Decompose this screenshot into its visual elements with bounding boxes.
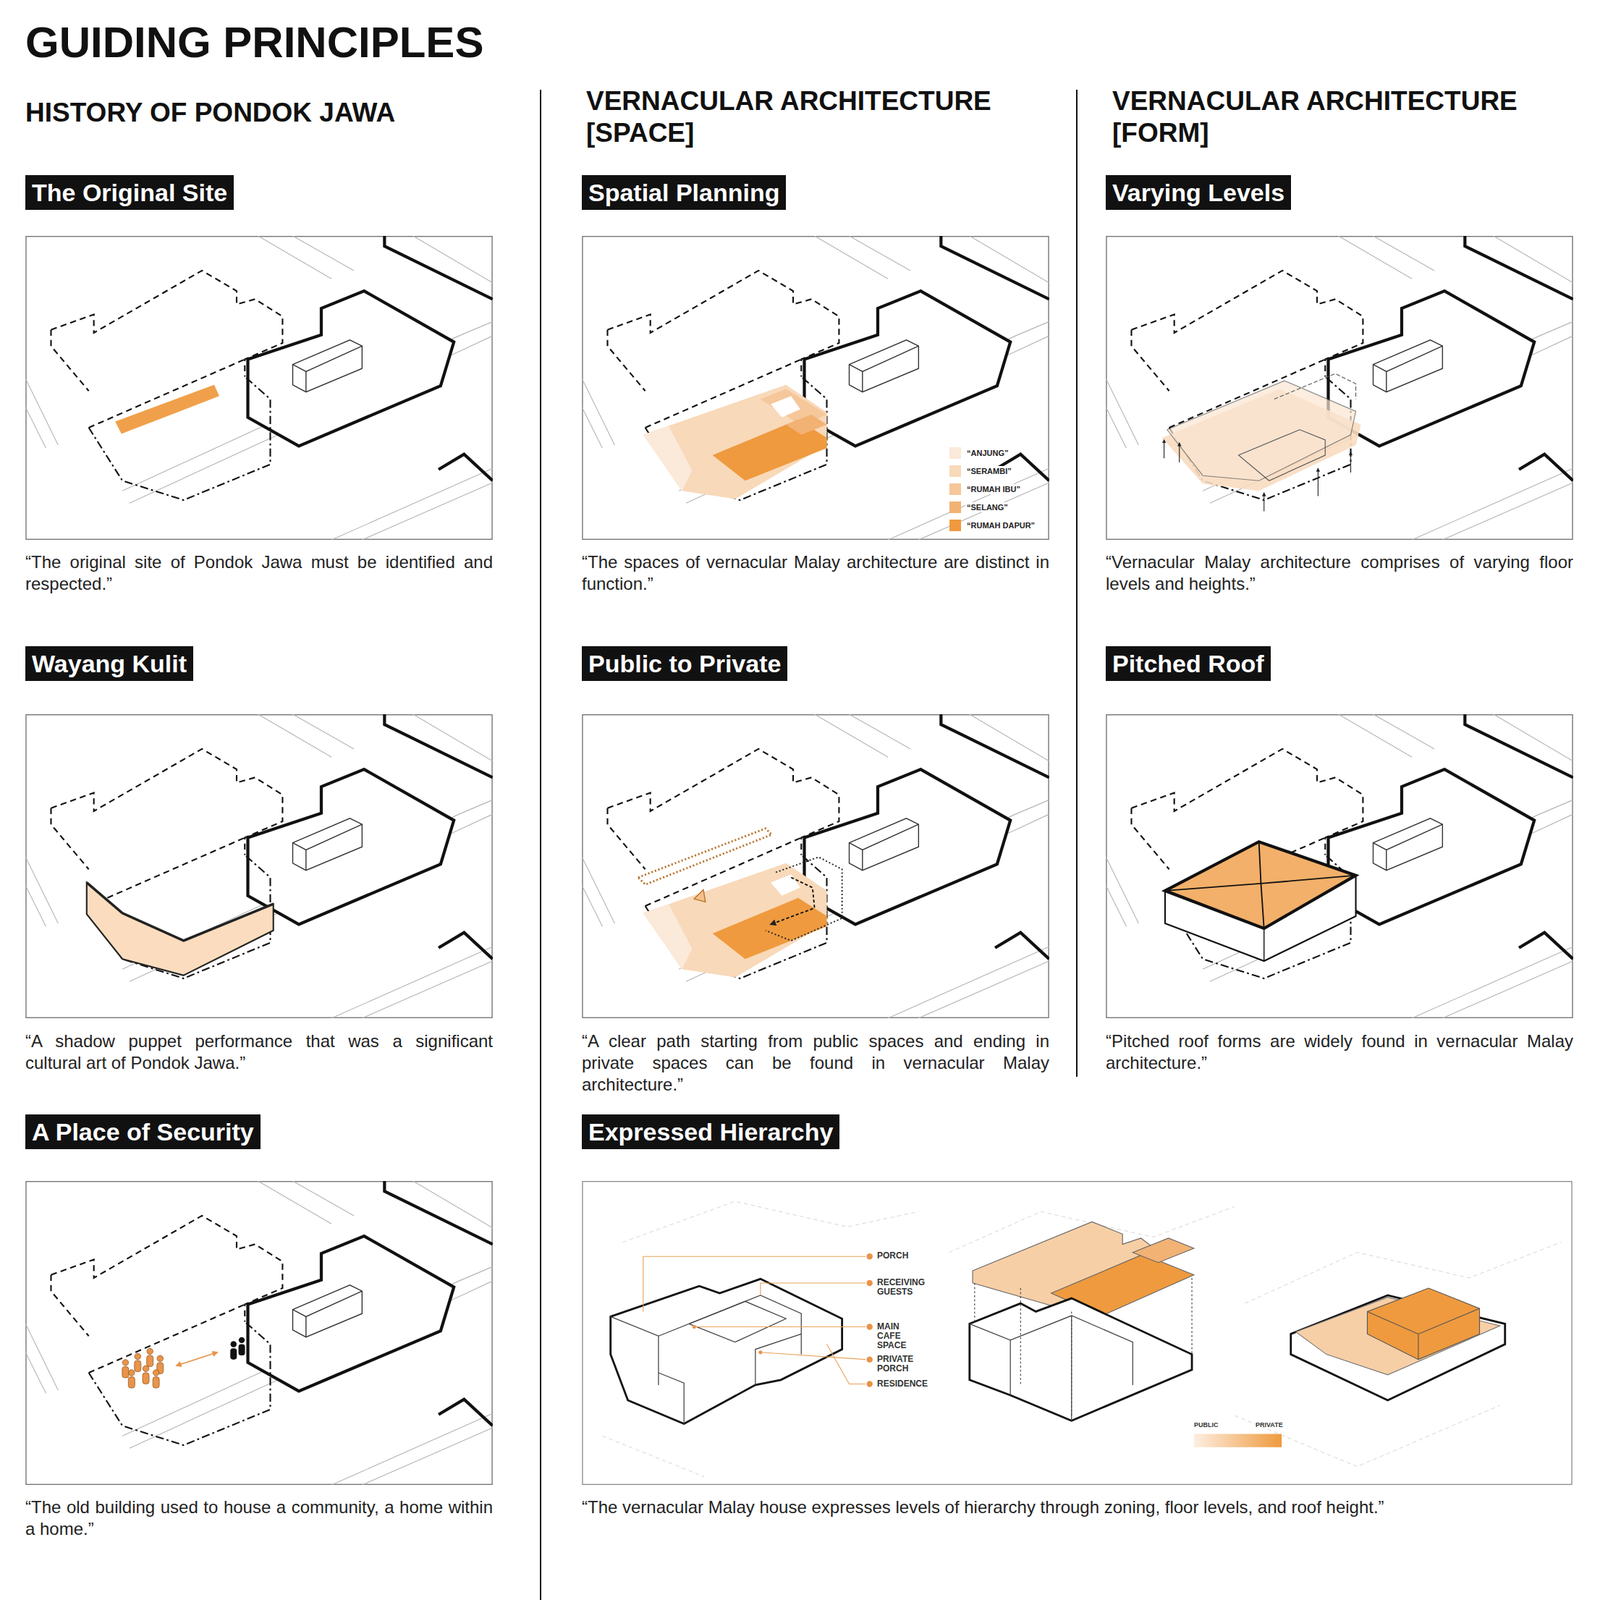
principle-caption: “Vernacular Malay architecture comprises… (1105, 551, 1574, 595)
heading-text: The Original Site (31, 178, 228, 207)
heading-badge: A Place of Security (25, 1114, 261, 1150)
principle-caption: “The old building used to house a commun… (25, 1496, 493, 1540)
zone-label: RESIDENCE (877, 1379, 943, 1389)
heading-text: Varying Levels (1112, 178, 1285, 207)
legend-text: “SERAMBI” (965, 466, 1014, 477)
heading-text: A Place of Security (31, 1118, 255, 1146)
zone-label: MAIN CAFE SPACE (877, 1322, 912, 1351)
legend-swatch (949, 519, 962, 532)
heading-text: Public to Private (588, 649, 781, 678)
legend-text: “RUMAH DAPUR” (965, 520, 1037, 531)
heading-badge: Public to Private (581, 646, 788, 681)
page-title: GUIDING PRINCIPLES (25, 17, 484, 69)
zone-label: PORCH (877, 1251, 935, 1261)
legend-text: “RUMAH IBU” (965, 484, 1022, 495)
heading-badge: Wayang Kulit (25, 646, 194, 681)
column-heading: HISTORY OF PONDOK JAWA (25, 96, 532, 129)
gradient-label: PUBLIC (1194, 1421, 1219, 1430)
legend-swatch (949, 501, 962, 514)
principle-caption: “Pitched roof forms are widely found in … (1105, 1030, 1574, 1074)
legend-text: “ANJUNG” (965, 447, 1010, 459)
heading-text: Spatial Planning (588, 178, 780, 207)
heading-badge: Varying Levels (1105, 175, 1291, 210)
heading-text: Wayang Kulit (31, 649, 187, 678)
heading-badge: Pitched Roof (1105, 646, 1271, 681)
zone-label: PRIVATE PORCH (877, 1354, 922, 1374)
heading-badge: The Original Site (25, 175, 234, 210)
column-heading: VERNACULAR ARCHITECTURE [FORM] (1112, 85, 1590, 150)
principle-caption: “A shadow puppet performance that was a … (25, 1030, 493, 1074)
legend-swatch (949, 447, 962, 459)
principle-caption: “The vernacular Malay house expresses le… (581, 1496, 1573, 1519)
legend-text: “SELANG” (965, 502, 1010, 513)
heading-text: Expressed Hierarchy (588, 1118, 833, 1146)
principle-caption: “A clear path starting from public space… (581, 1030, 1050, 1096)
gradient-label: PRIVATE (1255, 1421, 1284, 1430)
heading-badge: Expressed Hierarchy (581, 1114, 840, 1150)
legend-swatch (949, 483, 962, 495)
heading-badge: Spatial Planning (581, 175, 786, 210)
column-heading: VERNACULAR ARCHITECTURE [SPACE] (586, 85, 1064, 150)
principle-caption: “The original site of Pondok Jawa must b… (25, 551, 493, 595)
heading-text: Pitched Roof (1112, 649, 1265, 678)
zone-label: RECEIVING GUESTS (877, 1277, 935, 1297)
legend-swatch (949, 465, 962, 477)
principle-caption: “The spaces of vernacular Malay architec… (581, 551, 1050, 595)
